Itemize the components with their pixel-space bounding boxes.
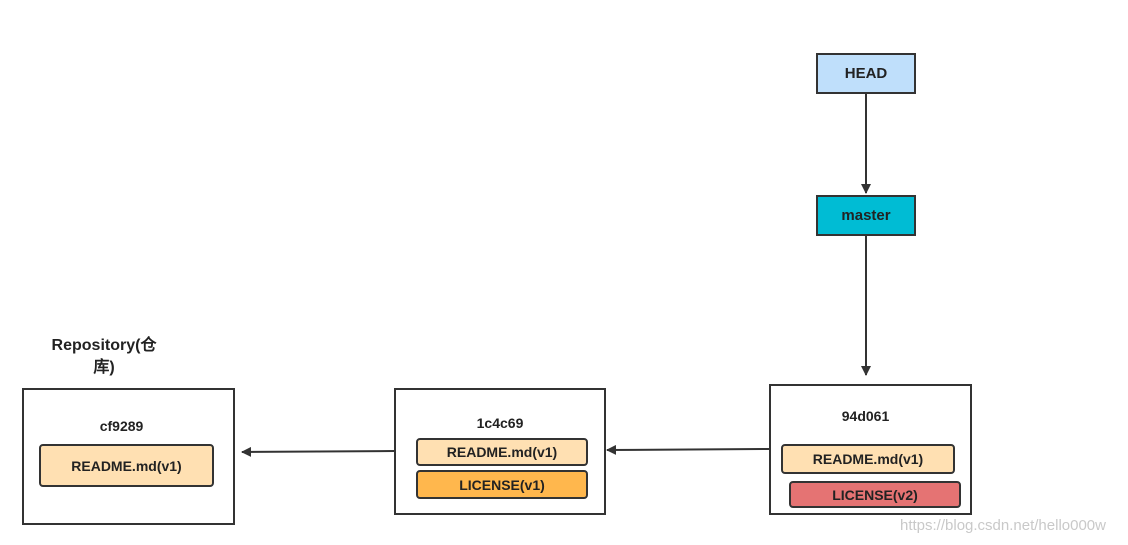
- repository-title: Repository(仓 库): [40, 335, 168, 379]
- head-label: HEAD: [844, 65, 888, 82]
- commit-hash: 94d061: [841, 408, 890, 424]
- file-readme: README.md(v1): [781, 444, 955, 474]
- commit-box-94d061: 94d061 README.md(v1) LICENSE(v2): [769, 384, 972, 515]
- commit-box-1c4c69: 1c4c69 README.md(v1) LICENSE(v1): [394, 388, 606, 515]
- commit-hash: 1c4c69: [476, 415, 524, 431]
- file-license: LICENSE(v2): [789, 481, 961, 508]
- arrow-94d061-to-1c4c69: [606, 444, 770, 455]
- file-readme: README.md(v1): [39, 444, 214, 487]
- watermark-text: https://blog.csdn.net/hello000w: [900, 517, 1106, 534]
- commit-box-cf9289: cf9289 README.md(v1): [22, 388, 235, 525]
- arrow-1c4c69-to-cf9289: [241, 446, 396, 457]
- file-readme: README.md(v1): [416, 438, 588, 466]
- commit-hash: cf9289: [99, 418, 144, 434]
- head-ref-box: HEAD: [816, 53, 916, 94]
- master-label: master: [841, 207, 891, 224]
- repository-title-line1: Repository(仓: [51, 337, 157, 354]
- master-ref-box: master: [816, 195, 916, 236]
- repository-title-line2: 库): [93, 359, 115, 376]
- file-license: LICENSE(v1): [416, 470, 588, 499]
